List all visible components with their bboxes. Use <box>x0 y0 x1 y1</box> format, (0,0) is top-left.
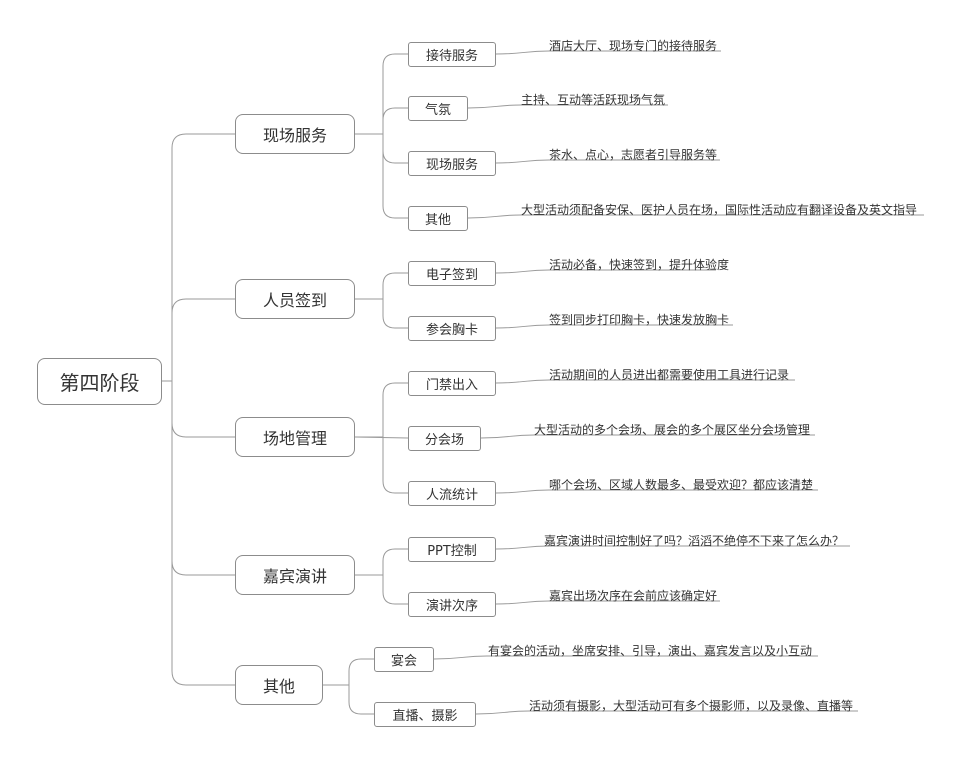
leaf-note: 酒店大厅、现场专门的接待服务 <box>549 39 718 53</box>
branch-connector <box>162 133 235 382</box>
leaf-label: 门禁出入 <box>425 378 478 393</box>
leaf-label: 现场服务 <box>425 158 478 173</box>
leaf-label: 分会场 <box>424 433 464 448</box>
note-connector <box>475 710 530 715</box>
leaf-node[interactable]: 直播、摄影 <box>374 702 476 727</box>
leaf-label: 参会胸卡 <box>425 323 478 338</box>
branch-node-现场服务[interactable]: 现场服务 <box>235 114 355 154</box>
leaf-connector <box>355 382 408 438</box>
leaf-node[interactable]: 人流统计 <box>408 481 496 506</box>
leaf-label: 其他 <box>424 213 451 228</box>
branch-node-人员签到[interactable]: 人员签到 <box>235 279 355 319</box>
leaf-note: 签到同步打印胸卡，快速发放胸卡 <box>549 313 730 327</box>
leaf-node[interactable]: 门禁出入 <box>408 371 496 396</box>
leaf-note: 有宴会的活动，坐席安排、引导，演出、嘉宾发言以及小互动 <box>488 644 813 658</box>
leaf-node[interactable]: 分会场 <box>408 426 481 451</box>
note-connector <box>495 489 550 494</box>
leaf-node[interactable]: 宴会 <box>374 647 434 672</box>
leaf-note: 嘉宾演讲时间控制好了吗？滔滔不绝停不下来了怎么办？ <box>544 534 845 548</box>
leaf-label: 气氛 <box>424 103 451 118</box>
leaf-note: 茶水、点心，志愿者引导服务等 <box>549 148 718 162</box>
leaf-connector <box>355 436 408 494</box>
leaf-note: 大型活动的多个会场、展会的多个展区坐分会场管理 <box>534 423 811 437</box>
leaf-label: 宴会 <box>390 654 417 669</box>
leaf-node[interactable]: 演讲次序 <box>408 592 496 617</box>
leaf-connector <box>323 684 374 715</box>
branch-label: 现场服务 <box>262 126 327 145</box>
note-connector <box>433 655 488 660</box>
leaf-connector <box>355 133 408 164</box>
branch-node-其他[interactable]: 其他 <box>235 665 323 705</box>
leaf-node[interactable]: 电子签到 <box>408 261 496 286</box>
leaf-label: 电子签到 <box>425 268 478 283</box>
leaf-note: 哪个会场、区域人数最多、最受欢迎？都应该清楚 <box>549 478 814 492</box>
branch-connector <box>162 380 235 576</box>
note-connector <box>495 600 550 605</box>
leaf-node[interactable]: 气氛 <box>408 96 468 121</box>
leaf-connector <box>323 658 374 686</box>
leaf-node[interactable]: 其他 <box>408 206 468 231</box>
leaf-connector <box>355 548 408 576</box>
note-connector <box>495 159 550 164</box>
branch-node-场地管理[interactable]: 场地管理 <box>235 417 355 457</box>
leaf-note: 主持、互动等活跃现场气氛 <box>521 93 666 107</box>
branch-label: 嘉宾演讲 <box>262 567 327 586</box>
leaf-label: 直播、摄影 <box>392 709 458 724</box>
note-connector <box>467 104 522 109</box>
note-connector <box>495 50 550 55</box>
leaf-note: 活动期间的人员进出都需要使用工具进行记录 <box>549 368 790 382</box>
branch-connector <box>162 380 235 686</box>
note-connector <box>480 434 535 439</box>
leaf-note: 大型活动须配备安保、医护人员在场，国际性活动应有翻译设备及英文指导 <box>521 203 918 217</box>
branch-label: 人员签到 <box>262 291 327 310</box>
leaf-connector <box>355 272 408 300</box>
leaf-note: 嘉宾出场次序在会前应该确定好 <box>549 589 718 603</box>
note-connector <box>495 324 550 329</box>
note-connector <box>495 269 550 274</box>
leaf-connector <box>355 574 408 605</box>
leaf-connector <box>355 133 408 219</box>
leaf-note: 活动须有摄影，大型活动可有多个摄影师，以及录像、直播等 <box>529 699 854 713</box>
leaf-node[interactable]: 接待服务 <box>408 42 496 67</box>
leaf-label: PPT控制 <box>427 544 477 559</box>
leaf-label: 接待服务 <box>425 49 478 64</box>
note-connector <box>495 545 550 550</box>
leaf-note: 活动必备，快速签到，提升体验度 <box>549 258 730 272</box>
branch-connector <box>162 298 235 382</box>
branch-label: 其他 <box>262 677 295 696</box>
leaf-node[interactable]: 现场服务 <box>408 151 496 176</box>
leaf-label: 演讲次序 <box>425 599 478 614</box>
leaf-node[interactable]: PPT控制 <box>408 537 496 562</box>
root-node[interactable]: 第四阶段 <box>37 358 162 405</box>
leaf-node[interactable]: 参会胸卡 <box>408 316 496 341</box>
leaf-label: 人流统计 <box>425 488 478 503</box>
branch-node-嘉宾演讲[interactable]: 嘉宾演讲 <box>235 555 355 595</box>
leaf-connector <box>355 107 408 135</box>
root-label: 第四阶段 <box>59 371 140 395</box>
leaf-connector <box>355 53 408 135</box>
branch-label: 场地管理 <box>262 429 327 448</box>
leaf-connector <box>355 298 408 329</box>
branch-connector <box>162 380 235 438</box>
note-connector <box>495 379 550 384</box>
note-connector <box>467 214 522 219</box>
